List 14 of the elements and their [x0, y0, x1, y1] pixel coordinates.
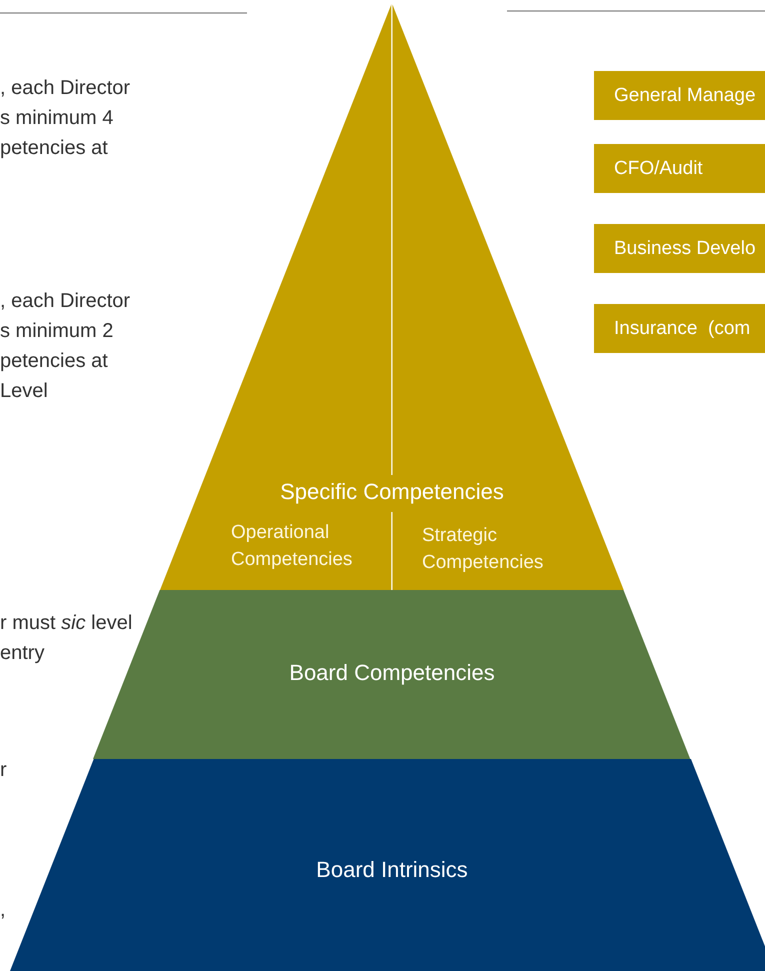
tier-sublabel: Strategic Competencies	[422, 524, 544, 575]
competency-box: General Manage	[594, 71, 765, 120]
tier-title: Board Intrinsics	[315, 857, 469, 883]
tier-title: Board Competencies	[288, 660, 496, 686]
competency-box: Business Develo	[594, 224, 765, 273]
note-text: , each Director s minimum 2 petencies at Level	[0, 289, 132, 404]
note-text: ,	[0, 898, 7, 923]
note-text: , each Director s minimum 4 petencies at	[0, 76, 132, 161]
competency-box: Insurance (com	[594, 304, 765, 353]
tier-title: Specific Competencies	[279, 479, 505, 505]
note-text: r must sic level entry	[0, 611, 134, 666]
tier-sublabel: Operational Competencies	[230, 521, 354, 572]
competency-box: CFO/Audit	[594, 144, 765, 193]
note-text: r	[0, 758, 8, 783]
